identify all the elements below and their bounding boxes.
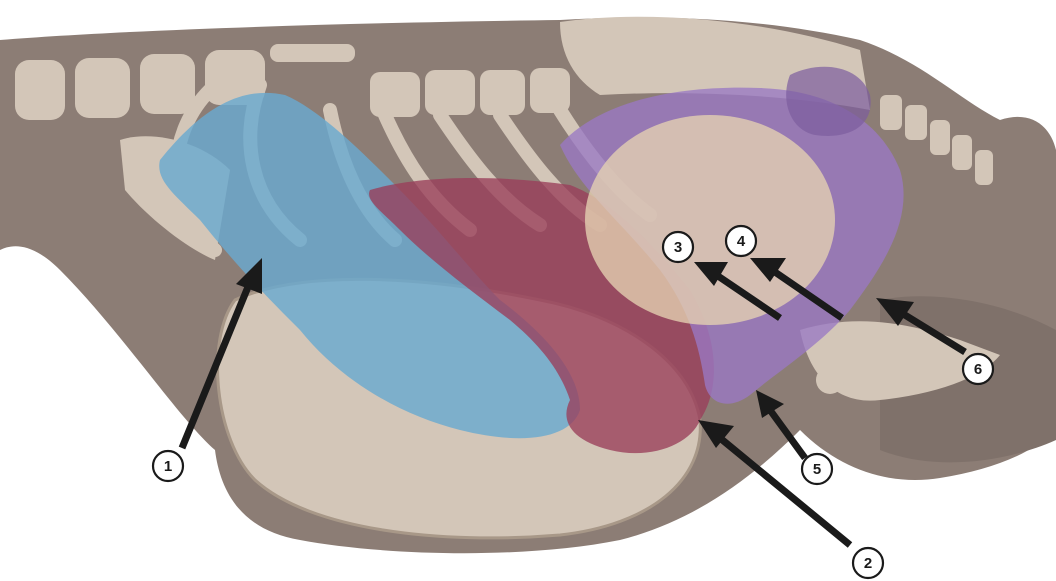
callout-3: 3 bbox=[663, 232, 693, 262]
callout-6-label: 6 bbox=[974, 361, 982, 378]
callout-2: 2 bbox=[853, 548, 883, 578]
callout-2-label: 2 bbox=[864, 555, 872, 572]
callout-1-label: 1 bbox=[164, 458, 172, 475]
callout-5-label: 5 bbox=[813, 461, 821, 478]
tan-overlay-organ bbox=[585, 115, 835, 325]
callout-6: 6 bbox=[963, 354, 993, 384]
callout-4-label: 4 bbox=[737, 233, 746, 250]
callout-1: 1 bbox=[153, 451, 183, 481]
callout-3-label: 3 bbox=[674, 239, 682, 256]
callout-5: 5 bbox=[802, 454, 832, 484]
callout-4: 4 bbox=[726, 226, 756, 256]
